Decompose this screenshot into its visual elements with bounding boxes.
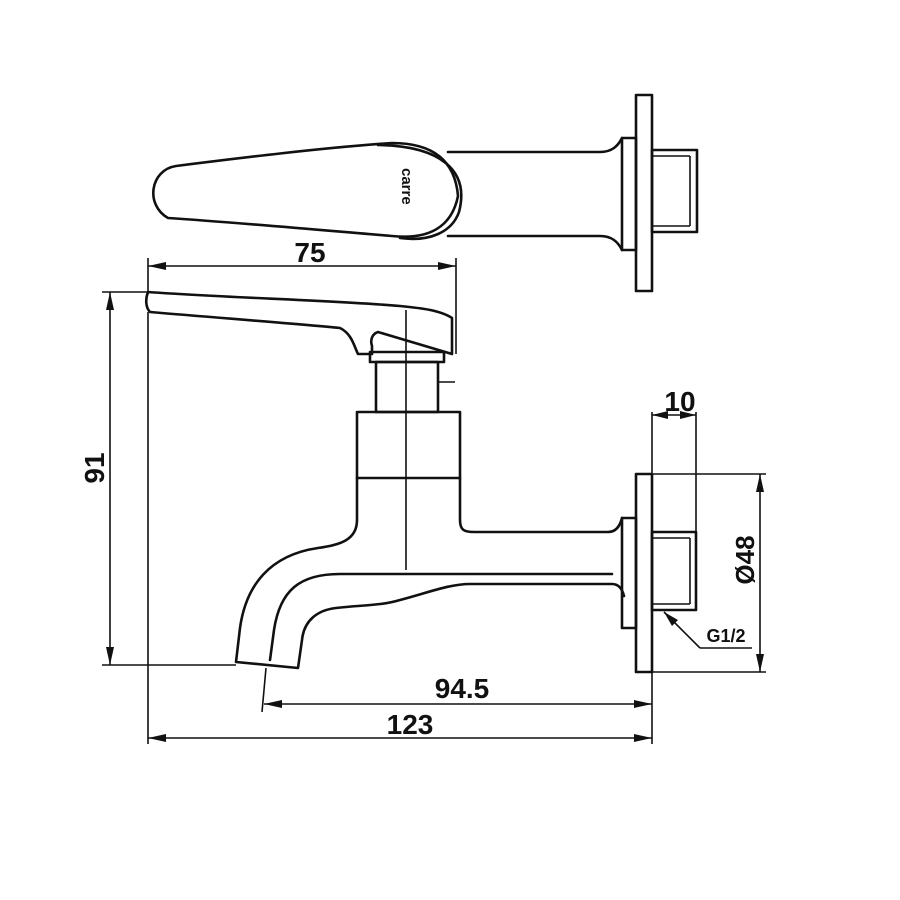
side-view [144, 290, 698, 674]
dimension-spout-reach: 94.5 [261, 667, 653, 744]
dimension-label-overall-length: 123 [387, 709, 434, 740]
side-view-body-block [355, 410, 462, 480]
dimension-flange-thickness: 10 [651, 386, 697, 532]
side-view-flange-collar [620, 516, 638, 630]
brand-logo-text: carre [398, 168, 415, 205]
side-view-thread-nut [650, 530, 698, 612]
top-view-handle-lever [152, 141, 460, 238]
dimension-overall-length: 123 [147, 312, 652, 744]
dimension-label-handle-length: 75 [294, 237, 325, 268]
side-view-wall-plate [634, 472, 654, 674]
dimension-label-flange-diameter: Ø48 [730, 535, 760, 584]
top-view-flange-collar [620, 136, 638, 252]
dimension-label-overall-height: 91 [79, 452, 110, 483]
dimension-label-flange-thickness: 10 [664, 386, 695, 417]
dimension-thread-spec: G1/2 [663, 611, 752, 649]
top-view-arm [446, 136, 624, 252]
top-view: carre [152, 93, 699, 293]
dimension-label-thread-spec: G1/2 [706, 626, 745, 646]
dimension-label-spout-reach: 94.5 [435, 673, 490, 704]
side-view-spout-inner [268, 572, 614, 662]
side-view-spindle [374, 360, 440, 414]
top-view-thread-nut [650, 148, 699, 234]
dimension-flange-diameter: Ø48 [652, 473, 766, 673]
top-view-wall-plate [634, 93, 654, 293]
dimension-handle-length: 75 [147, 237, 457, 354]
dimension-overall-height: 91 [79, 291, 236, 666]
side-view-bonnet-collar [368, 350, 446, 364]
side-view-handle-lever [144, 290, 454, 356]
dimensions: 75 91 10 Ø48 [79, 237, 766, 744]
top-view-handle-cap [376, 143, 463, 241]
side-view-body-spout [234, 476, 626, 670]
